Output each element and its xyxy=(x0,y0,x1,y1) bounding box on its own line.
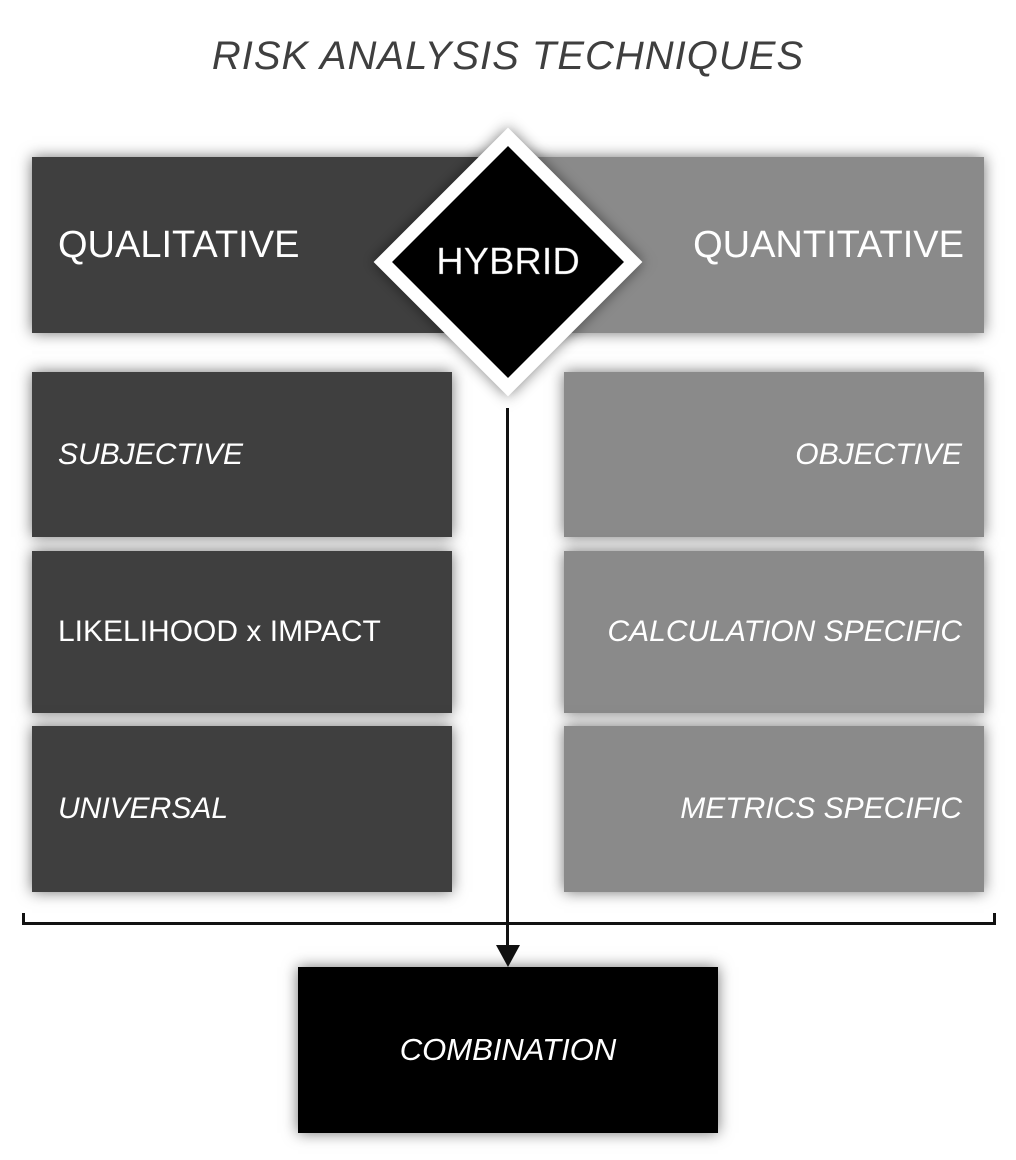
likelihood-impact-label: LIKELIHOOD x IMPACT xyxy=(58,615,381,648)
qualitative-box-subjective: SUBJECTIVE xyxy=(32,372,452,537)
bracket-left-tick xyxy=(22,913,25,923)
bracket-right-tick xyxy=(993,913,996,923)
quantitative-box-objective: OBJECTIVE xyxy=(564,372,984,537)
down-arrow-head-icon xyxy=(496,945,520,967)
quantitative-banner-label: QUANTITATIVE xyxy=(693,223,964,266)
metrics-specific-label: METRICS SPECIFIC xyxy=(680,792,962,825)
combination-label: COMBINATION xyxy=(399,1032,617,1067)
combination-box: COMBINATION xyxy=(298,967,718,1133)
qualitative-banner-label: QUALITATIVE xyxy=(58,223,300,266)
universal-label: UNIVERSAL xyxy=(58,792,229,825)
down-arrow-shaft xyxy=(506,408,509,953)
quantitative-box-metrics-specific: METRICS SPECIFIC xyxy=(564,726,984,892)
hybrid-label: HYBRID xyxy=(436,240,580,283)
qualitative-box-likelihood-impact: LIKELIHOOD x IMPACT xyxy=(32,551,452,713)
qualitative-box-universal: UNIVERSAL xyxy=(32,726,452,892)
quantitative-box-calculation-specific: CALCULATION SPECIFIC xyxy=(564,551,984,713)
subjective-label: SUBJECTIVE xyxy=(58,437,244,471)
calculation-specific-label: CALCULATION SPECIFIC xyxy=(607,615,962,648)
diagram-title: RISK ANALYSIS TECHNIQUES xyxy=(211,34,805,78)
bracket-line xyxy=(22,913,996,925)
objective-label: OBJECTIVE xyxy=(795,437,962,471)
